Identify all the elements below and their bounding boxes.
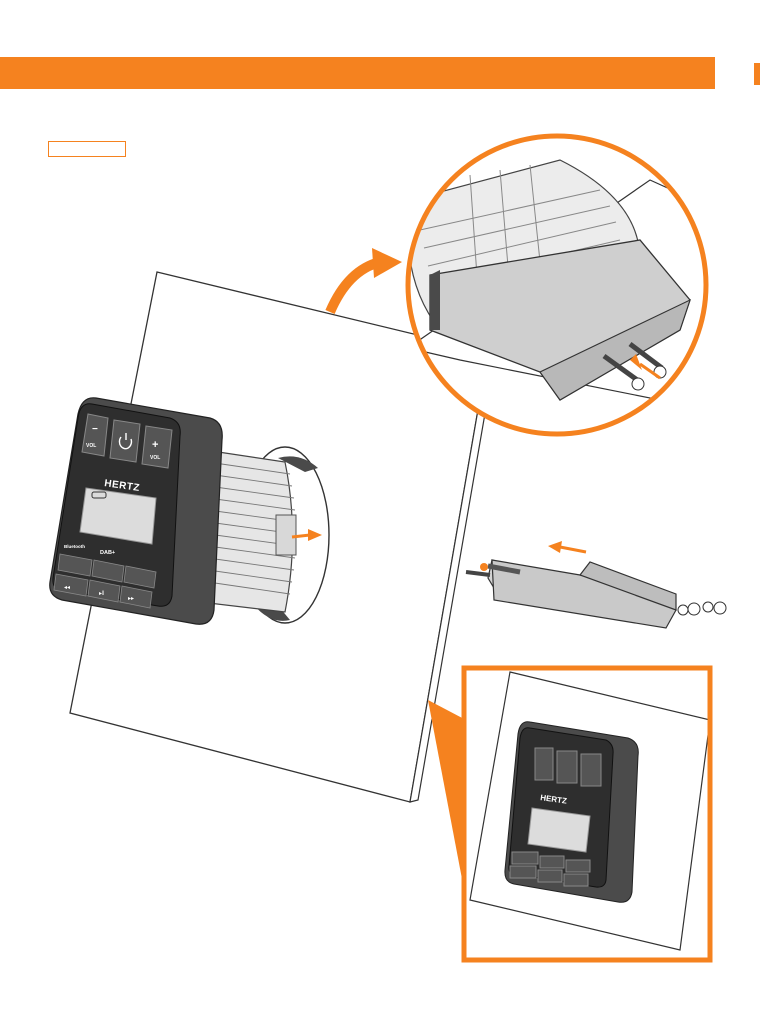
svg-text:−: − [92,424,98,435]
zoom-arrow [330,248,402,312]
control-device: − VOL + VOL HERTZ Bluetooth DAB+ [50,398,223,624]
inset-detail: HERTZ [464,668,710,960]
bluetooth-label: Bluetooth [64,544,85,549]
vol-plus-button[interactable]: + VOL [142,426,172,468]
power-button[interactable] [110,420,140,462]
svg-text:+: + [152,439,158,451]
inset-pointer [428,700,466,900]
zoom-detail [408,136,760,434]
mounting-bracket [466,541,726,628]
vol-minus-label: VOL [86,443,96,449]
dab-label: DAB+ [100,550,115,556]
prev-icon: ◂◂ [64,585,70,591]
next-icon: ▸▸ [128,596,134,602]
vol-plus-label: VOL [150,455,160,461]
play-pause-icon: ▸ǁ [99,591,105,597]
